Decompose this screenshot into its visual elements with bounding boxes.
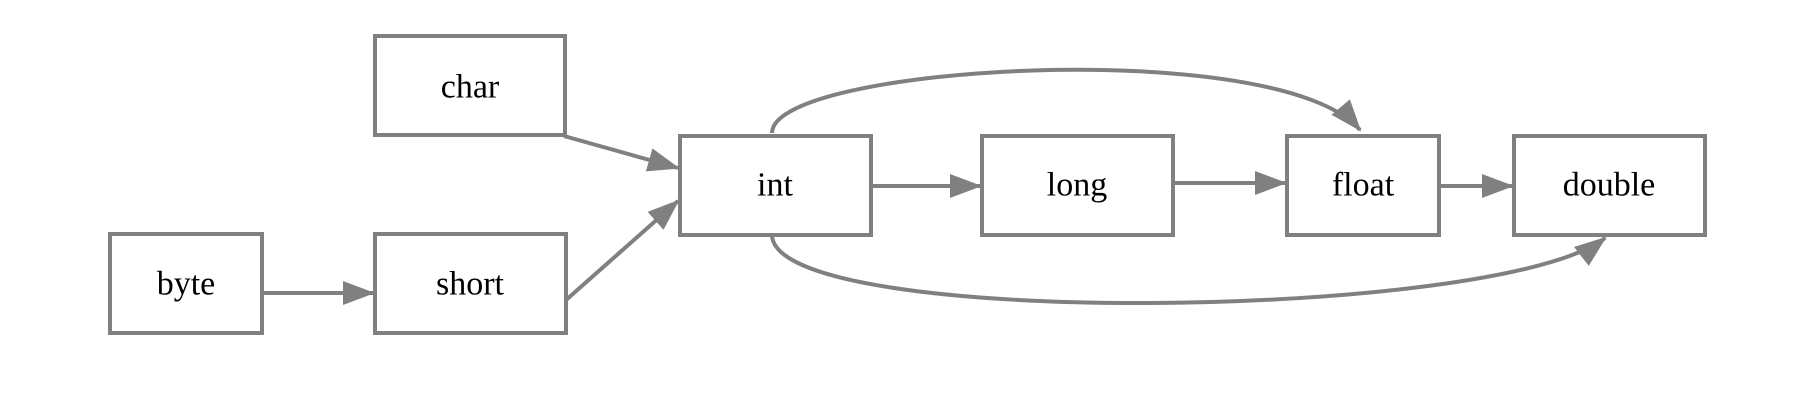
node-int-label: int [757, 167, 793, 204]
node-float-box [1285, 134, 1441, 237]
node-short-label: short [436, 266, 505, 303]
node-char-box [373, 34, 567, 137]
node-double-label: double [1563, 167, 1656, 204]
node-long: long [980, 134, 1175, 237]
node-short-box [373, 232, 568, 335]
node-float: float [1285, 134, 1441, 237]
node-byte-label: byte [157, 266, 216, 303]
edge-short-to-int [564, 199, 680, 302]
node-int: int [678, 134, 873, 237]
node-byte-box [108, 232, 264, 335]
edge-int-to-float [770, 67, 1362, 134]
node-double: double [1512, 134, 1707, 237]
node-float-label: float [1332, 167, 1395, 204]
node-int-box [678, 134, 873, 237]
edge-int-to-double [770, 235, 1607, 306]
node-long-box [980, 134, 1175, 237]
node-byte: byte [108, 232, 264, 335]
node-char-label: char [441, 69, 500, 106]
node-long-label: long [1047, 167, 1107, 204]
edge-char-to-int [563, 134, 680, 172]
node-double-box [1512, 134, 1707, 237]
node-char: char [373, 34, 567, 137]
node-short: short [373, 232, 568, 335]
edges [263, 67, 1607, 306]
